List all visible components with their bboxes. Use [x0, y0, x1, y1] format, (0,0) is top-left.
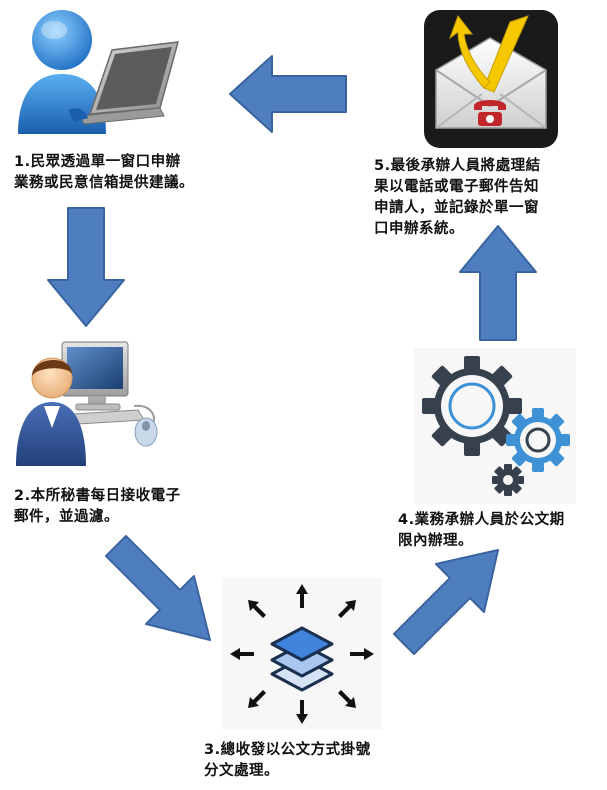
step-1-line-2: 業務或民意信箱提供建議。: [14, 175, 194, 191]
step-2-line-1: 2.本所秘書每日接收電子: [14, 488, 181, 504]
step-5-line-2: 果以電話或電子郵件告知: [374, 179, 539, 195]
step-5-line-3: 申請人，並記錄於單一窗: [374, 200, 539, 216]
step-1-caption: 1.民眾透過單一窗口申辦 業務或民意信箱提供建議。: [14, 152, 194, 194]
step-5-caption: 5.最後承辦人員將處理結 果以電話或電子郵件告知 申請人，並記錄於單一窗 口申辦…: [374, 156, 541, 240]
step-3-line-2: 分文處理。: [204, 763, 279, 779]
flow-arrow-4-to-5: [458, 224, 538, 342]
step-3-caption: 3.總收發以公文方式掛號 分文處理。: [204, 740, 371, 782]
step-4-line-2: 限內辦理。: [398, 533, 473, 549]
flow-arrow-1-to-2: [46, 206, 126, 328]
step-4-caption: 4.業務承辦人員於公文期 限內辦理。: [398, 510, 565, 552]
flow-arrow-2-to-3: [104, 534, 220, 650]
gears-icon: [414, 348, 576, 504]
person-laptop-icon: [14, 6, 180, 136]
step-2-caption: 2.本所秘書每日接收電子 郵件，並過濾。: [14, 486, 181, 528]
step-3-line-1: 3.總收發以公文方式掛號: [204, 742, 371, 758]
envelope-phone-icon: [424, 10, 558, 148]
step-5-line-1: 5.最後承辦人員將處理結: [374, 158, 541, 174]
step-5-line-4: 口申辦系統。: [374, 221, 464, 237]
step-1-line-1: 1.民眾透過單一窗口申辦: [14, 154, 181, 170]
layers-distribute-icon: [222, 578, 382, 730]
flow-arrow-5-to-1: [228, 54, 348, 134]
step-2-line-2: 郵件，並過濾。: [14, 509, 119, 525]
step-4-line-1: 4.業務承辦人員於公文期: [398, 512, 565, 528]
secretary-computer-icon: [14, 340, 164, 470]
flow-arrow-3-to-4: [392, 538, 510, 656]
